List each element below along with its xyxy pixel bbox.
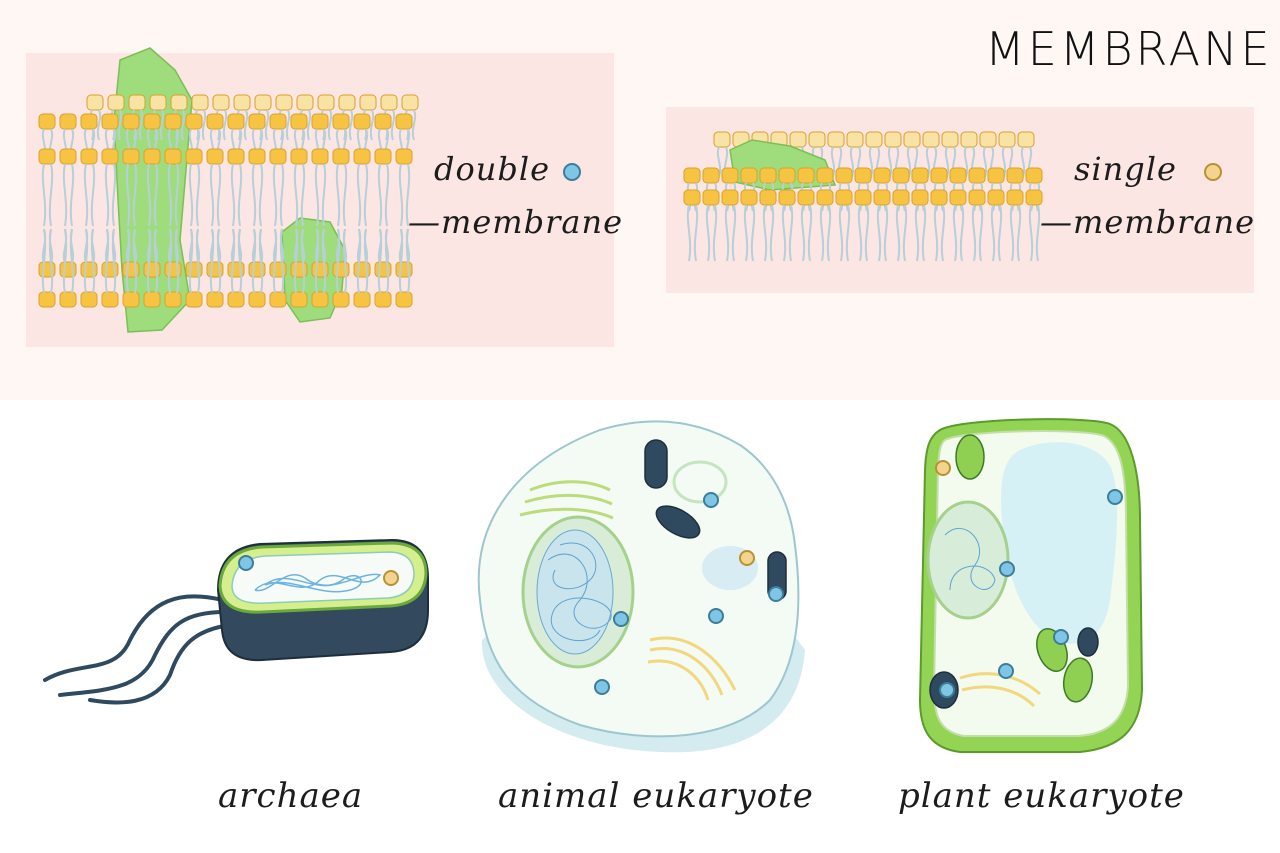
animal-double-dot-2 [613, 611, 629, 627]
plant-vacuole [1001, 442, 1118, 644]
animal-nucleus-inner [536, 529, 614, 655]
plant-double-dot-1 [1107, 489, 1123, 505]
animal-double-dot-3 [708, 608, 724, 624]
plant-double-dot-2 [999, 561, 1015, 577]
single-membrane-label-line2: —membrane [1040, 203, 1256, 241]
diagram-title: MEMBRANE [985, 22, 1273, 76]
plant-nucleus [926, 500, 1010, 620]
cell-label-archaea: archaea [218, 776, 364, 816]
cell-label-animal: animal eukaryote [498, 776, 814, 816]
flagella [43, 594, 232, 705]
animal-er [519, 480, 614, 520]
animal-mitochondria [644, 439, 787, 601]
animal-chromatin [547, 542, 612, 642]
double-membrane-label-line1: double [434, 150, 551, 188]
plant-double-dot-5 [939, 682, 955, 698]
cell-label-plant: plant eukaryote [898, 776, 1185, 816]
archaea-cell [43, 538, 429, 705]
plant-single-dot [935, 460, 951, 476]
plant-cell [918, 418, 1144, 753]
plant-double-dot-3 [1053, 629, 1069, 645]
plant-double-dot-4 [998, 663, 1014, 679]
single-layer-illustration [683, 131, 1043, 262]
double-membrane-dot [563, 163, 581, 181]
animal-double-dot-5 [768, 586, 784, 602]
archaea-dna [254, 573, 382, 593]
double-membrane-label-line2: —membrane [408, 203, 624, 241]
single-membrane-dot [1204, 163, 1222, 181]
double-bilayer-illustration [38, 47, 419, 333]
animal-vesicle [672, 460, 728, 504]
animal-double-dot-4 [594, 679, 610, 695]
archaea-single-dot [383, 570, 399, 586]
animal-golgi [647, 636, 737, 701]
animal-double-dot-1 [703, 492, 719, 508]
single-membrane-label-line1: single [1074, 150, 1177, 188]
animal-single-dot [739, 550, 755, 566]
animal-cell [477, 420, 805, 753]
plant-chromatin [944, 528, 996, 591]
archaea-double-dot [238, 555, 254, 571]
